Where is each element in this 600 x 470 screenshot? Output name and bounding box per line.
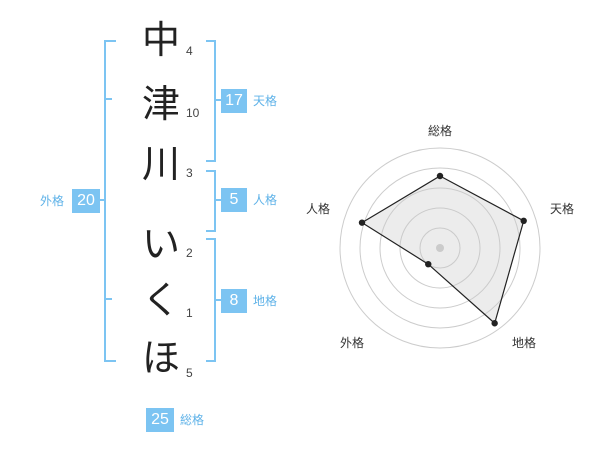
stroke-count-4: 2 [186, 246, 193, 260]
name-char-1: 中 [141, 18, 180, 62]
name-char-3: 川 [141, 142, 180, 186]
name-char-5: く [141, 278, 180, 322]
chikaku-value-badge: 8 [221, 289, 247, 313]
radar-polygon [360, 175, 525, 325]
name-char-2: 津 [141, 82, 180, 126]
gaikaku-bracket-tick-top [104, 98, 112, 100]
radar-point-3 [491, 320, 498, 327]
tenkaku-label: 天格 [253, 94, 278, 108]
soukaku-label: 総格 [180, 413, 205, 427]
chikaku-bracket-connector [214, 299, 222, 301]
stroke-count-6: 5 [186, 366, 193, 380]
radar-point-1 [436, 172, 444, 180]
gaikaku-bracket-connector [96, 199, 104, 201]
stroke-count-2: 10 [186, 106, 200, 120]
radar-label-chikaku: 地格 [511, 336, 536, 350]
name-char-4: い [141, 222, 180, 266]
radar-label-tenkaku: 天格 [549, 202, 574, 216]
tenkaku-bracket-connector [214, 99, 222, 101]
chikaku-label: 地格 [253, 294, 278, 308]
radar-point-2 [520, 217, 527, 225]
radar-ring-3 [379, 187, 501, 309]
gaikaku-bracket-tick-bottom [104, 298, 112, 300]
stroke-count-5: 1 [186, 306, 193, 320]
radar-label-jinkaku: 人格 [305, 202, 330, 216]
radar-label-gaikaku: 外格 [339, 336, 364, 350]
tenkaku-bracket [206, 40, 216, 162]
gaikaku-value-badge: 20 [72, 189, 100, 213]
jinkaku-label: 人格 [253, 193, 278, 207]
radar-ring-1 [339, 147, 541, 349]
tenkaku-value-badge: 17 [221, 89, 247, 113]
radar-ring-5 [419, 227, 461, 269]
radar-ring-2 [359, 167, 521, 329]
radar-point-5 [358, 219, 366, 226]
radar-center-dot [436, 244, 444, 252]
radar-point-4 [425, 260, 432, 268]
soukaku-value-badge: 25 [146, 408, 174, 432]
jinkaku-value-badge: 5 [221, 188, 247, 212]
gaikaku-bracket [104, 40, 116, 362]
jinkaku-bracket [206, 170, 216, 232]
radar-ring-4 [399, 207, 481, 289]
gaikaku-label: 外格 [40, 194, 65, 208]
stroke-count-3: 3 [186, 166, 193, 180]
jinkaku-bracket-connector [214, 199, 222, 201]
name-char-6: ほ [141, 336, 180, 380]
radar-label-soukaku: 総格 [427, 124, 452, 138]
stroke-count-1: 4 [186, 44, 193, 58]
